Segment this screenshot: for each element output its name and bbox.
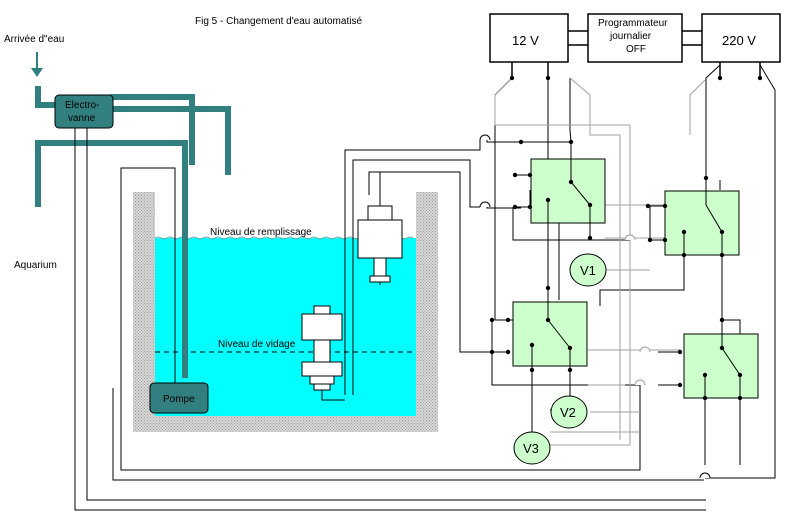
aquarium-tank: [133, 192, 438, 432]
supply-12v-label: 12 V: [512, 33, 539, 48]
fill-level-label: Niveau de remplissage: [210, 227, 312, 238]
voltmeter-v1: V1: [569, 253, 607, 287]
supply-220v-box: 220 V: [701, 13, 781, 63]
pump: Pompe: [149, 382, 209, 414]
box-links: [511, 30, 761, 78]
inlet-label: Arrivée d"eau: [4, 34, 64, 45]
wiring-grey: [494, 77, 706, 446]
relay-1: [530, 142, 606, 224]
voltmeter-v1-label: V1: [580, 263, 596, 278]
figure-title: Fig 5 - Changement d'eau automatisé: [195, 16, 362, 27]
aquarium-label: Aquarium: [14, 260, 57, 271]
voltmeter-v3: V3: [513, 431, 551, 465]
voltmeter-v2: V2: [550, 395, 588, 429]
timer-line3: OFF: [626, 44, 646, 55]
supply-220v-label: 220 V: [722, 33, 756, 48]
supply-12v-box: 12 V: [489, 13, 569, 63]
timer-line1: Programmateur: [598, 18, 668, 29]
voltmeter-v3-label: V3: [523, 441, 539, 456]
pump-label: Pompe: [163, 394, 195, 405]
wire-crossings: [479, 134, 711, 479]
solenoid-valve: Electro- vanne: [54, 94, 114, 129]
relay-2: [664, 190, 740, 256]
junction-dots: [489, 75, 763, 401]
inlet-arrow-icon: [31, 52, 43, 77]
water-pipes: [35, 86, 231, 378]
drain-level-label: Niveau de vidage: [218, 339, 296, 350]
relay-4: [683, 320, 759, 399]
timer-line2: journalier: [609, 31, 652, 42]
drain-float-switch: [301, 305, 343, 392]
voltmeter-v2-label: V2: [560, 405, 576, 420]
fill-float-switch: [357, 172, 403, 285]
valve-label-line1: Electro-: [65, 100, 99, 111]
valve-label-line2: vanne: [68, 113, 96, 124]
timer-box: Programmateur journalier OFF: [587, 13, 683, 63]
relay-3: [512, 300, 588, 370]
